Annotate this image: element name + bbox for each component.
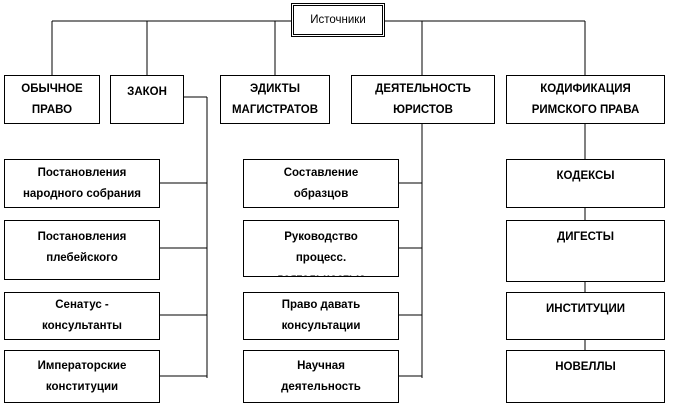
jurist-item-1-line1: Составление	[283, 166, 359, 179]
law-item-2-line1: Постановления	[37, 231, 127, 243]
law-item-3-line2: консультанты	[41, 320, 122, 332]
category-edicts-line2: МАГИСТРАТОВ	[231, 103, 319, 116]
category-jurists-line2: ЮРИСТОВ	[393, 103, 453, 116]
jurist-item-2-line2: процесс.	[295, 252, 347, 264]
jurist-item-1: Составление образцов	[243, 159, 399, 208]
codification-item-4-line: НОВЕЛЛЫ	[555, 361, 616, 373]
category-customary-law: ОБЫЧНОЕ ПРАВО	[4, 75, 100, 124]
law-item-1: Постановления народного собрания	[4, 159, 160, 208]
category-jurists-line1: ДЕЯТЕЛЬНОСТЬ	[375, 82, 471, 95]
law-item-3-line1: Сенатус -	[55, 299, 109, 311]
jurist-item-1-line2: образцов	[293, 187, 349, 200]
jurist-item-4-line1: Научная	[297, 359, 345, 372]
jurist-item-2-line3: деятельностью	[276, 269, 366, 276]
jurist-item-4: Научная деятельность	[243, 350, 399, 403]
law-item-4: Императорские конституции	[4, 350, 160, 403]
category-jurists: ДЕЯТЕЛЬНОСТЬ ЮРИСТОВ	[351, 75, 495, 124]
law-item-1-line2: народного собрания	[22, 187, 142, 200]
law-item-1-line1: Постановления	[37, 166, 127, 179]
jurist-item-2-line1: Руководство	[284, 231, 358, 243]
jurist-item-3-line2: консультации	[281, 320, 361, 332]
codification-item-4: НОВЕЛЛЫ	[506, 350, 665, 403]
category-codification-line2: РИМСКОГО ПРАВА	[531, 103, 640, 116]
jurist-item-3: Право давать консультации	[243, 292, 399, 340]
category-edicts: ЭДИКТЫ МАГИСТРАТОВ	[220, 75, 330, 124]
category-customary-law-line2: ПРАВО	[31, 103, 73, 116]
category-law: ЗАКОН	[110, 75, 184, 124]
law-item-4-line2: конституции	[45, 380, 119, 393]
root-box: Источники	[291, 3, 385, 37]
codification-item-3: ИНСТИТУЦИИ	[506, 292, 665, 340]
category-edicts-line1: ЭДИКТЫ	[250, 82, 300, 95]
law-item-2: Постановления плебейского	[4, 220, 160, 280]
law-item-4-line1: Императорские	[37, 359, 127, 372]
category-customary-law-line1: ОБЫЧНОЕ	[21, 82, 83, 95]
jurist-item-4-line2: деятельность	[281, 380, 361, 393]
codification-item-1-line: КОДЕКСЫ	[556, 170, 615, 182]
codification-item-2-line: ДИГЕСТЫ	[557, 231, 614, 243]
law-item-3: Сенатус - консультанты	[4, 292, 160, 340]
category-codification-line1: КОДИФИКАЦИЯ	[540, 82, 631, 95]
root-label: Источники	[310, 13, 366, 26]
codification-item-1: КОДЕКСЫ	[506, 159, 665, 208]
jurist-item-3-line1: Право давать	[281, 299, 361, 311]
category-law-line1: ЗАКОН	[127, 86, 167, 98]
law-item-2-line2: плебейского	[46, 252, 118, 264]
category-codification: КОДИФИКАЦИЯ РИМСКОГО ПРАВА	[506, 75, 665, 124]
codification-item-3-line: ИНСТИТУЦИИ	[546, 303, 625, 315]
jurist-item-2: Руководство процесс. деятельностью	[243, 220, 399, 277]
codification-item-2: ДИГЕСТЫ	[506, 220, 665, 282]
